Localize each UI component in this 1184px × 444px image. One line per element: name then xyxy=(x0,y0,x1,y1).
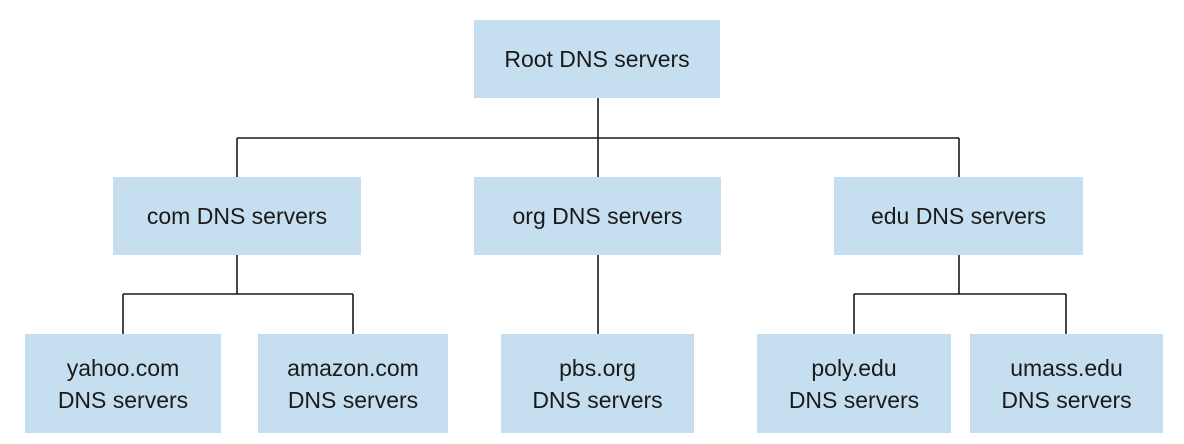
amazon-servers-label: DNS servers xyxy=(287,386,419,413)
edu-dns-servers-box: edu DNS servers xyxy=(834,177,1083,255)
poly-domain-label: poly.edu xyxy=(811,354,897,381)
poly-dns-servers-box: poly.edu DNS servers xyxy=(757,334,951,433)
org-dns-servers-label: org DNS servers xyxy=(512,203,683,229)
pbs-servers-label: DNS servers xyxy=(532,386,663,413)
edu-dns-servers-label: edu DNS servers xyxy=(870,203,1047,229)
poly-servers-label: DNS servers xyxy=(788,386,920,413)
pbs-dns-servers-box: pbs.org DNS servers xyxy=(501,334,694,433)
yahoo-dns-servers-box: yahoo.com DNS servers xyxy=(25,334,221,433)
com-dns-servers-label: com DNS servers xyxy=(146,203,328,229)
yahoo-domain-label: yahoo.com xyxy=(66,354,180,381)
com-dns-servers-box: com DNS servers xyxy=(113,177,361,255)
umass-domain-label: umass.edu xyxy=(1010,354,1123,381)
org-dns-servers-box: org DNS servers xyxy=(474,177,721,255)
umass-servers-label: DNS servers xyxy=(1001,386,1132,413)
amazon-dns-servers-box: amazon.com DNS servers xyxy=(258,334,448,433)
pbs-domain-label: pbs.org xyxy=(559,354,636,381)
root-dns-servers-box: Root DNS servers xyxy=(474,20,720,98)
yahoo-servers-label: DNS servers xyxy=(57,386,189,413)
amazon-domain-label: amazon.com xyxy=(287,354,419,381)
umass-dns-servers-box: umass.edu DNS servers xyxy=(970,334,1163,433)
root-dns-servers-label: Root DNS servers xyxy=(504,46,690,72)
